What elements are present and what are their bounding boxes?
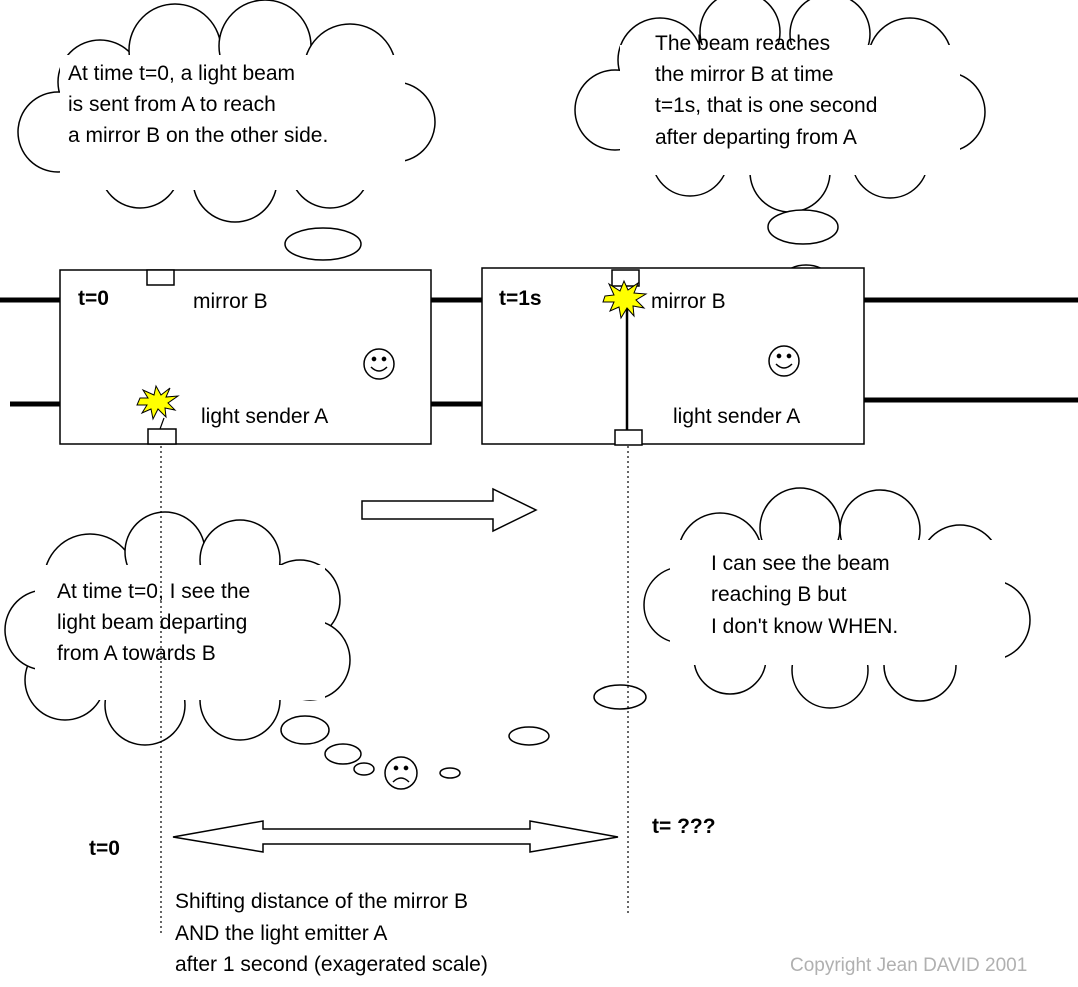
light-flash-icon bbox=[136, 384, 180, 421]
frame-left-mirror-label: mirror B bbox=[193, 290, 268, 313]
thought-bubble bbox=[508, 726, 550, 746]
cloud-text-line: after departing from A bbox=[655, 126, 857, 149]
thought-bubble bbox=[280, 715, 330, 745]
cloud-text-line: a mirror B on the other side. bbox=[68, 124, 329, 147]
cloud-text-line: At time t=0, a light beam bbox=[68, 62, 296, 85]
smiley-face-icon bbox=[768, 345, 800, 377]
sender-a-left bbox=[147, 428, 177, 445]
cloud-text-line: At time t=0, I see the bbox=[57, 580, 251, 603]
thought-bubble bbox=[324, 743, 362, 765]
observer-time-start: t=0 bbox=[89, 837, 120, 860]
shift-caption-line: after 1 second (exagerated scale) bbox=[175, 953, 488, 976]
thought-bubble bbox=[439, 767, 461, 779]
frame-right-time-label: t=1s bbox=[499, 287, 542, 310]
thought-bubble bbox=[284, 227, 362, 261]
cloud-text-line: I don't know WHEN. bbox=[711, 615, 899, 638]
thought-bubble bbox=[353, 762, 375, 776]
shift-distance-arrow-icon bbox=[172, 820, 619, 853]
frame-right-sender-label: light sender A bbox=[673, 405, 801, 428]
smiley-face-icon bbox=[363, 348, 395, 380]
cloud-text-line: light beam departing bbox=[57, 611, 248, 634]
shift-caption-line: AND the light emitter A bbox=[175, 922, 388, 945]
sender-a-right bbox=[614, 429, 643, 446]
cloud-text-line: I can see the beam bbox=[711, 552, 890, 575]
frame-right bbox=[481, 267, 865, 445]
mirror-b-left bbox=[146, 269, 175, 286]
observer-time-end: t= ??? bbox=[652, 815, 716, 838]
frame-left-sender-label: light sender A bbox=[201, 405, 329, 428]
frame-right-mirror-label: mirror B bbox=[651, 290, 726, 313]
light-flash-icon bbox=[602, 279, 648, 320]
cloud-text-line: The beam reaches bbox=[655, 32, 831, 55]
cloud-text-line: the mirror B at time bbox=[655, 63, 834, 86]
shift-caption-line: Shifting distance of the mirror B bbox=[175, 890, 468, 913]
thought-bubble bbox=[767, 209, 839, 245]
motion-arrow-icon bbox=[361, 487, 538, 533]
cloud-text-line: t=1s, that is one second bbox=[655, 94, 878, 117]
thought-bubble bbox=[593, 684, 647, 710]
frame-left-time-label: t=0 bbox=[78, 287, 109, 310]
cloud-text-line: reaching B but bbox=[711, 583, 847, 606]
cloud-text-line: from A towards B bbox=[57, 642, 216, 665]
copyright-notice: Copyright Jean DAVID 2001 bbox=[790, 955, 1028, 976]
sad-face-icon bbox=[384, 756, 418, 790]
cloud-text-line: is sent from A to reach bbox=[68, 93, 276, 116]
